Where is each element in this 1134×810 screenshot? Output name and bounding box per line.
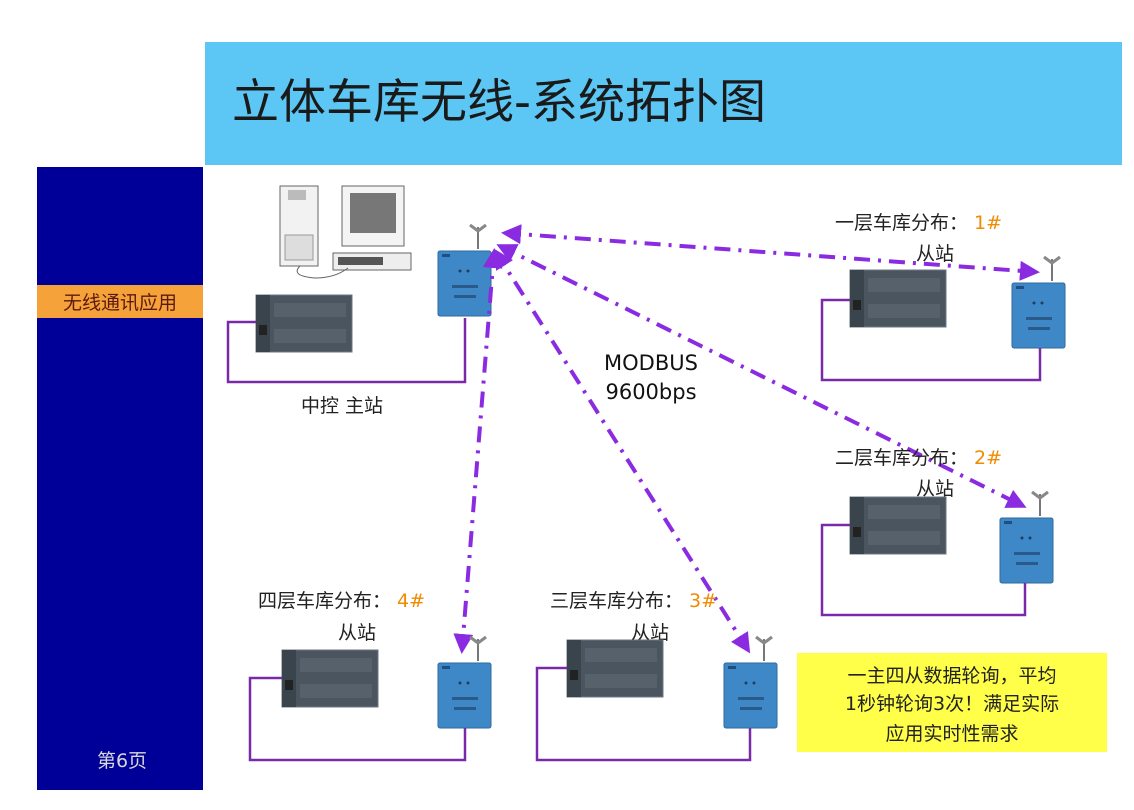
slave-number: 4# [397, 590, 425, 612]
page-number: 第6页 [97, 750, 147, 772]
radio-modem-icon [436, 223, 493, 318]
slave-label: 二层车库分布： [835, 447, 968, 469]
protocol-label: MODBUS [604, 351, 698, 375]
svg-text:四层车库分布：4#: 四层车库分布： 4# [258, 590, 425, 612]
slave-number: 1# [974, 212, 1002, 234]
plc-icon [566, 639, 664, 698]
svg-text:一层车库分布：1#: 一层车库分布： 1# [835, 212, 1002, 234]
svg-text:二层车库分布：2#: 二层车库分布： 2# [835, 447, 1002, 469]
slave-station-4: 四层车库分布： 4# 从站 [248, 590, 493, 762]
plc-icon [849, 496, 947, 555]
slave-role: 从站 [631, 622, 669, 644]
slave-number: 3# [689, 590, 717, 612]
side-panel [37, 167, 203, 790]
section-label: 无线通讯应用 [63, 292, 177, 314]
plc-icon [255, 294, 353, 353]
note-line: 应用实时性需求 [885, 723, 1018, 745]
cable [820, 523, 1027, 617]
slave-label: 四层车库分布： [258, 590, 391, 612]
title-bar [205, 42, 1122, 165]
note-box: 一主四从数据轮询，平均 1秒钟轮询3次！满足实际 应用实时性需求 [797, 653, 1107, 752]
link-slave-4 [453, 248, 503, 654]
master-label: 中控 主站 [301, 395, 383, 417]
slave-label: 三层车库分布： [550, 590, 683, 612]
master-station: 中控 主站 [226, 185, 493, 417]
slide-title: 立体车库无线-系统拓扑图 [232, 75, 766, 130]
slave-label: 一层车库分布： [835, 212, 968, 234]
svg-text:三层车库分布：3#: 三层车库分布： 3# [550, 590, 717, 612]
radio-modem-icon [722, 635, 779, 730]
slave-station-1: 一层车库分布： 1# 从站 [820, 212, 1067, 382]
wireless-links [453, 224, 1040, 654]
baud-rate-label: 9600bps [605, 380, 696, 404]
pc-icon [279, 185, 412, 279]
slave-station-3: 三层车库分布： 3# 从站 [535, 590, 779, 762]
radio-modem-icon [436, 635, 493, 730]
slave-role: 从站 [916, 243, 954, 265]
cable [248, 676, 467, 762]
note-line: 1秒钟轮询3次！满足实际 [845, 693, 1059, 715]
note-background [797, 653, 1107, 752]
note-line: 一主四从数据轮询，平均 [847, 665, 1056, 687]
radio-modem-icon [998, 490, 1055, 585]
link-slave-2 [496, 244, 1027, 508]
slave-number: 2# [974, 447, 1002, 469]
slave-role: 从站 [916, 478, 954, 500]
plc-icon [281, 649, 379, 708]
link-slave-3 [493, 248, 751, 654]
slave-station-2: 二层车库分布： 2# 从站 [820, 447, 1055, 617]
plc-icon [849, 269, 947, 328]
section-label-bg [37, 285, 203, 318]
cable [535, 666, 752, 762]
link-slave-1 [501, 224, 1040, 281]
cable [820, 298, 1042, 382]
slave-role: 从站 [338, 622, 376, 644]
